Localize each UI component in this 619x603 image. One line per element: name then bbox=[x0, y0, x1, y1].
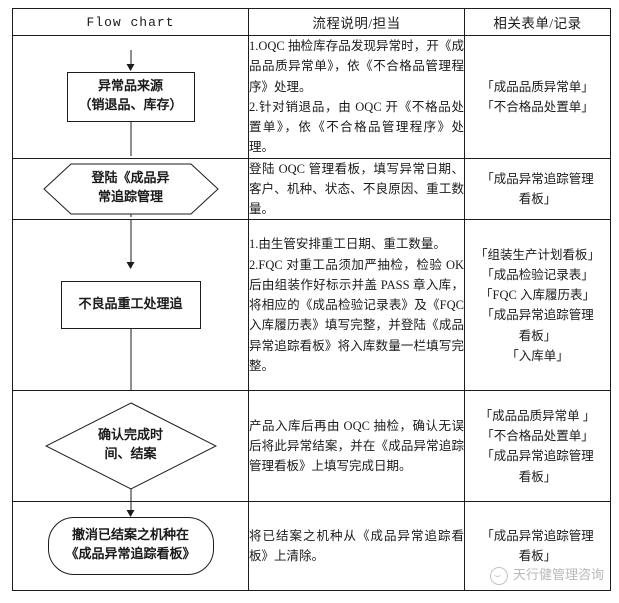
record-item: 「组装生产计划看板」 bbox=[474, 247, 600, 262]
records-cell-5: 「成品异常追踪管理 看板」 天行健管理咨询 bbox=[464, 501, 611, 592]
record-item: 「FQC 入库履历表」 bbox=[480, 288, 595, 302]
flow-cell-4: 确认完成时 间、结案 bbox=[12, 390, 249, 503]
record-item: 看板」 bbox=[518, 191, 557, 206]
watermark: 天行健管理咨询 bbox=[489, 565, 604, 586]
node-line: 撤消已结案之机种在 bbox=[71, 528, 189, 544]
record-item: 「入库单」 bbox=[506, 348, 569, 363]
connector-bottom-1 bbox=[130, 121, 131, 156]
table-row: 确认完成时 间、结案 产品入库后再由 OQC 抽检，确认无误后将此异常结案，并在… bbox=[12, 390, 611, 503]
description-line: 登陆 OQC 管理看板，填写异常日期、客户、机种、状态、不良原因、重工数量。 bbox=[249, 161, 464, 217]
table-header-row: Flow chart 流程说明/担当 相关表单/记录 bbox=[12, 8, 611, 36]
header-process-description: 流程说明/担当 bbox=[248, 8, 465, 36]
description-cell-4: 产品入库后再由 OQC 抽检，确认无误后将此异常结案，并在《成品异常追踪管理看板… bbox=[248, 390, 465, 503]
record-item: 「成品品质异常单 」 bbox=[479, 408, 596, 423]
connector-top-1 bbox=[130, 49, 131, 70]
node-line: 《成品异常追踪看板》 bbox=[65, 547, 196, 563]
record-item: 看板」 bbox=[518, 549, 557, 564]
description-line: 2.针对销退品，由 OQC 开《不格品处置单》，依《不合格品管理程序》处理。 bbox=[249, 99, 464, 155]
records-cell-3: 「组装生产计划看板」 「成品检验记录表」 「FQC 入库履历表」 「成品异常追踪… bbox=[464, 219, 611, 392]
record-item: 看板」 bbox=[518, 469, 557, 484]
connector-top-3 bbox=[130, 220, 131, 269]
node-defect-rework-handling: 不良品重工处理追 bbox=[60, 281, 201, 330]
node-login-tracking-shape: 登陆《成品异 常追踪管理 bbox=[42, 163, 219, 215]
description-cell-5: 将已结案之机种从《成品异常追踪看板》上清除。 bbox=[248, 501, 465, 592]
record-item: 「成品异常追踪管理 bbox=[481, 308, 594, 323]
record-item: 「成品品质异常单」 bbox=[481, 79, 594, 94]
flow-cell-5: 撤消已结案之机种在 《成品异常追踪看板》 bbox=[12, 501, 249, 592]
description-line: 产品入库后再由 OQC 抽检，确认无误后将此异常结案，并在《成品异常追踪管理看板… bbox=[249, 418, 464, 474]
watermark-text: 天行健管理咨询 bbox=[512, 568, 604, 584]
records-cell-1: 「成品品质异常单」 「不合格品处置单」 bbox=[464, 35, 611, 159]
description-cell-2: 登陆 OQC 管理看板，填写异常日期、客户、机种、状态、不良原因、重工数量。 bbox=[248, 157, 465, 221]
records-cell-4: 「成品品质异常单 」 「不合格品处置单」 「成品异常追踪管理 看板」 bbox=[464, 390, 611, 503]
records-cell-2: 「成品异常追踪管理 看板」 bbox=[464, 157, 611, 221]
description-line: 1.OQC 抽检库存品发现异常时，开《成品品质异常单》，依《不合格品管理程序》处… bbox=[249, 39, 464, 94]
record-item: 「成品异常追踪管理 bbox=[481, 171, 594, 186]
header-flow-chart: Flow chart bbox=[12, 8, 249, 36]
record-item: 看板」 bbox=[518, 328, 557, 343]
node-line: （销退品、库存） bbox=[78, 97, 183, 113]
description-cell-1: 1.OQC 抽检库存品发现异常时，开《成品品质异常单》，依《不合格品管理程序》处… bbox=[248, 35, 465, 159]
flow-cell-2: 登陆《成品异 常追踪管理 bbox=[12, 157, 249, 221]
flow-cell-1: 异常品来源 （销退品、库存） bbox=[12, 35, 249, 159]
connector-bottom-3 bbox=[130, 314, 131, 391]
record-item: 「成品异常追踪管理 bbox=[481, 449, 594, 464]
node-confirm-close-shape: 确认完成时 间、结案 bbox=[44, 402, 217, 490]
description-line: 将已结案之机种从《成品异常追踪看板》上清除。 bbox=[249, 529, 464, 564]
process-flow-table: Flow chart 流程说明/担当 相关表单/记录 异常品来源 （销退品、库存… bbox=[12, 8, 611, 592]
node-line: 不良品重工处理追 bbox=[78, 296, 183, 312]
header-related-records: 相关表单/记录 bbox=[464, 8, 611, 36]
description-line: 1.由生管安排重工日期、重工数量。 bbox=[249, 237, 446, 252]
flow-cell-3: 不良品重工处理追 bbox=[12, 219, 249, 392]
node-line: 异常品来源 bbox=[97, 78, 163, 94]
record-item: 「不合格品处置单」 bbox=[481, 99, 594, 114]
record-item: 「成品异常追踪管理 bbox=[481, 529, 594, 543]
description-cell-3: 1.由生管安排重工日期、重工数量。 2.FQC 对重工品须加严抽检，检验 OK … bbox=[248, 219, 465, 392]
description-line: 2.FQC 对重工品须加严抽检，检验 OK 后由组装作好标示并盖 PASS 章入… bbox=[249, 257, 464, 373]
table-row: 登陆《成品异 常追踪管理 登陆 OQC 管理看板，填写异常日期、客户、机种、状态… bbox=[12, 157, 611, 221]
node-remove-closed-model: 撤消已结案之机种在 《成品异常追踪看板》 bbox=[47, 517, 214, 576]
record-item: 「不合格品处置单」 bbox=[481, 429, 594, 443]
circle-smile-icon bbox=[489, 566, 508, 585]
connector-top-5 bbox=[130, 502, 131, 517]
connector-bottom-4 bbox=[130, 485, 131, 502]
table-row: 撤消已结案之机种在 《成品异常追踪看板》 将已结案之机种从《成品异常追踪看板》上… bbox=[12, 501, 611, 592]
record-item: 「成品检验记录表」 bbox=[481, 267, 594, 282]
table-row: 异常品来源 （销退品、库存） 1.OQC 抽检库存品发现异常时，开《成品品质异常… bbox=[12, 35, 611, 159]
table-row: 不良品重工处理追 1.由生管安排重工日期、重工数量。 2.FQC 对重工品须加严… bbox=[12, 219, 611, 392]
node-abnormal-source: 异常品来源 （销退品、库存） bbox=[66, 71, 195, 122]
